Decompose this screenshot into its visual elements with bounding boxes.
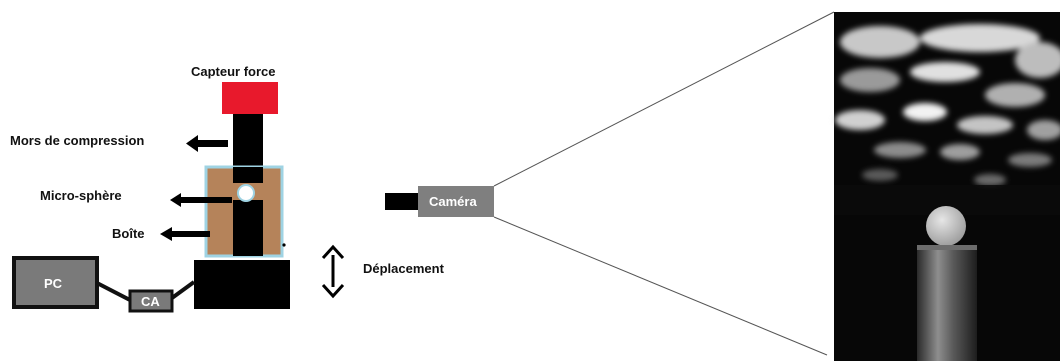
displacement-label: Déplacement	[363, 261, 445, 276]
box-label: Boîte	[112, 226, 145, 241]
jaws-label: Mors de compression	[10, 133, 144, 148]
sphere-photo	[926, 206, 966, 246]
camera-lens	[385, 193, 418, 210]
box-corner-dot	[282, 243, 286, 247]
pc-ca-cable	[96, 281, 131, 302]
background-reflections	[835, 24, 1060, 186]
left-arrow-icon	[170, 193, 232, 207]
camera-image	[834, 12, 1060, 361]
force-sensor	[222, 82, 278, 114]
upper-jaw-tip	[233, 180, 263, 183]
left-arrow-icon	[160, 227, 210, 241]
pc-box	[12, 256, 99, 309]
ca-stage-cable	[170, 280, 196, 300]
rod-photo	[917, 245, 977, 361]
camera-label: Caméra	[429, 194, 477, 209]
ca-label: CA	[141, 294, 160, 309]
box-top-wall	[233, 167, 263, 180]
camera-body	[418, 186, 494, 217]
fov-line-top	[493, 11, 835, 187]
pc-label: PC	[44, 276, 63, 291]
sensor-label: Capteur force	[191, 64, 276, 79]
sphere-label: Micro-sphère	[40, 188, 122, 203]
fov-line-bottom	[493, 216, 828, 356]
left-arrow-icon	[186, 135, 228, 152]
double-vertical-arrow-icon	[321, 244, 345, 299]
stage	[194, 260, 290, 309]
ca-box	[128, 289, 174, 313]
upper-jaw	[233, 114, 263, 168]
micro-sphere	[237, 184, 255, 202]
lower-jaw	[233, 200, 263, 256]
